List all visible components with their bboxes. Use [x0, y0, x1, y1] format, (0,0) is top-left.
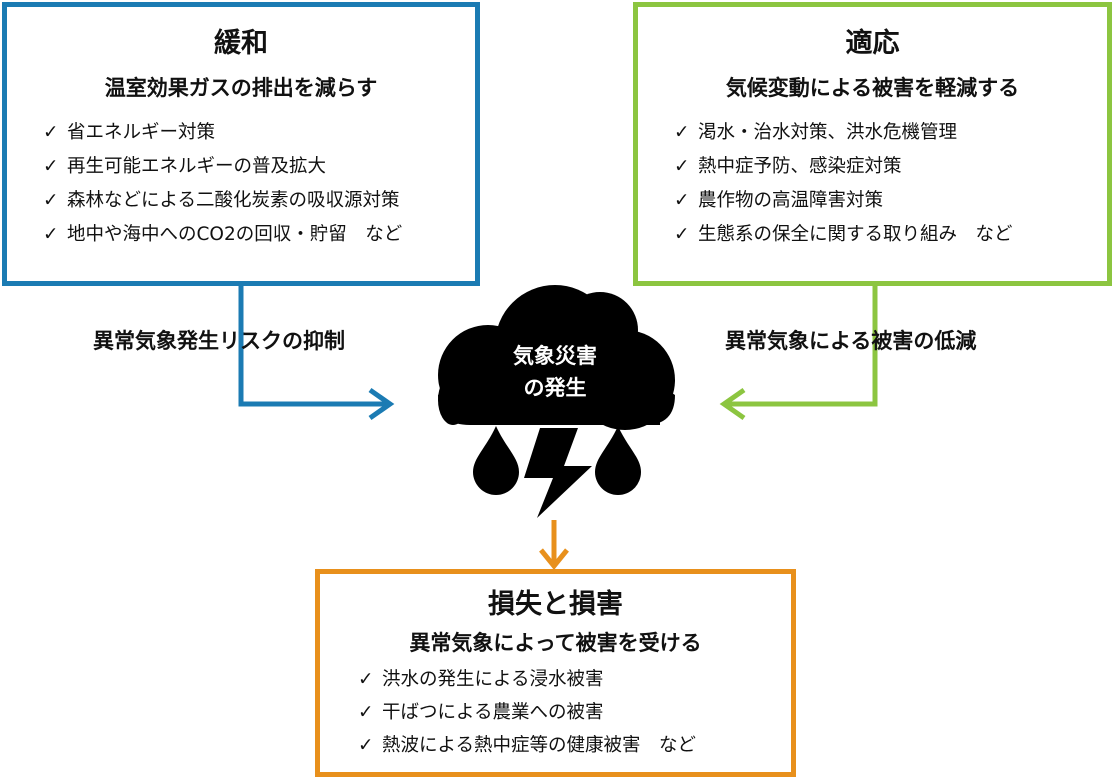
list-item: ✓ 渇水・治水対策、洪水危機管理 — [674, 116, 1107, 150]
item-text: 洪水の発生による浸水被害 — [382, 669, 604, 690]
check-icon: ✓ — [43, 224, 59, 245]
storm-cloud-icon — [438, 285, 675, 430]
check-icon: ✓ — [674, 224, 690, 245]
check-icon: ✓ — [43, 122, 59, 143]
mitigation-subtitle: 温室効果ガスの排出を減らす — [104, 76, 378, 100]
list-item: ✓ 森林などによる二酸化炭素の吸収源対策 — [43, 184, 475, 218]
disaster-label: 気象災害 の発生 — [470, 340, 640, 404]
check-icon: ✓ — [674, 156, 690, 177]
list-item: ✓ 再生可能エネルギーの普及拡大 — [43, 150, 475, 184]
adaptation-subtitle: 気候変動による被害を軽減する — [725, 76, 1020, 100]
raindrop-icon — [473, 426, 519, 495]
mitigation-list: ✓ 省エネルギー対策 ✓ 再生可能エネルギーの普及拡大 ✓ 森林などによる二酸化炭素の… — [7, 116, 475, 252]
adaptation-title: 適応 — [845, 28, 900, 59]
check-icon: ✓ — [674, 190, 690, 211]
mitigation-arrow-label: 異常気象発生リスクの抑制 — [93, 329, 345, 353]
list-item: ✓ 干ばつによる農業への被害 — [358, 696, 791, 729]
loss-subtitle: 異常気象によって被害を受ける — [409, 631, 702, 655]
disaster-line2: の発生 — [523, 376, 587, 400]
item-text: 渇水・治水対策、洪水危機管理 — [698, 122, 958, 143]
item-text: 干ばつによる農業への被害 — [382, 702, 604, 723]
item-text: 生態系の保全に関する取り組み など — [698, 224, 1013, 245]
mitigation-box: 緩和 温室効果ガスの排出を減らす ✓ 省エネルギー対策 ✓ 再生可能エネルギーの普及… — [2, 2, 480, 286]
check-icon: ✓ — [358, 735, 374, 756]
list-item: ✓ 地中や海中へのCO2の回収・貯留 など — [43, 218, 475, 252]
loss-title: 損失と損害 — [488, 589, 623, 620]
lightning-icon — [524, 428, 592, 518]
adaptation-arrow — [719, 284, 878, 421]
check-icon: ✓ — [43, 156, 59, 177]
loss-arrow — [539, 520, 569, 570]
list-item: ✓ 省エネルギー対策 — [43, 116, 475, 150]
mitigation-arrow — [238, 284, 395, 421]
check-icon: ✓ — [358, 669, 374, 690]
item-text: 地中や海中へのCO2の回収・貯留 など — [67, 224, 403, 245]
loss-list: ✓ 洪水の発生による浸水被害 ✓ 干ばつによる農業への被害 ✓ 熱波による熱中症等の健… — [320, 663, 791, 762]
list-item: ✓ 洪水の発生による浸水被害 — [358, 663, 791, 696]
list-item: ✓ 熱中症予防、感染症対策 — [674, 150, 1107, 184]
adaptation-box: 適応 気候変動による被害を軽減する ✓ 渇水・治水対策、洪水危機管理 ✓ 熱中症予防… — [633, 2, 1112, 286]
check-icon: ✓ — [43, 190, 59, 211]
adaptation-arrow-label: 異常気象による被害の低減 — [725, 329, 977, 353]
loss-box: 損失と損害 異常気象によって被害を受ける ✓ 洪水の発生による浸水被害 ✓ 干ばつに… — [315, 569, 796, 777]
item-text: 農作物の高温障害対策 — [698, 190, 884, 211]
mitigation-title: 緩和 — [214, 28, 268, 59]
item-text: 熱中症予防、感染症対策 — [698, 156, 902, 177]
check-icon: ✓ — [358, 702, 374, 723]
list-item: ✓ 熱波による熱中症等の健康被害 など — [358, 729, 791, 762]
adaptation-list: ✓ 渇水・治水対策、洪水危機管理 ✓ 熱中症予防、感染症対策 ✓ 農作物の高温障害対策… — [638, 116, 1107, 252]
list-item: ✓ 生態系の保全に関する取り組み など — [674, 218, 1107, 252]
item-text: 森林などによる二酸化炭素の吸収源対策 — [67, 190, 400, 211]
list-item: ✓ 農作物の高温障害対策 — [674, 184, 1107, 218]
disaster-line1: 気象災害 — [513, 344, 597, 368]
raindrop-icon — [595, 426, 641, 495]
item-text: 再生可能エネルギーの普及拡大 — [67, 156, 327, 177]
item-text: 熱波による熱中症等の健康被害 など — [382, 735, 696, 756]
check-icon: ✓ — [674, 122, 690, 143]
item-text: 省エネルギー対策 — [67, 122, 216, 143]
